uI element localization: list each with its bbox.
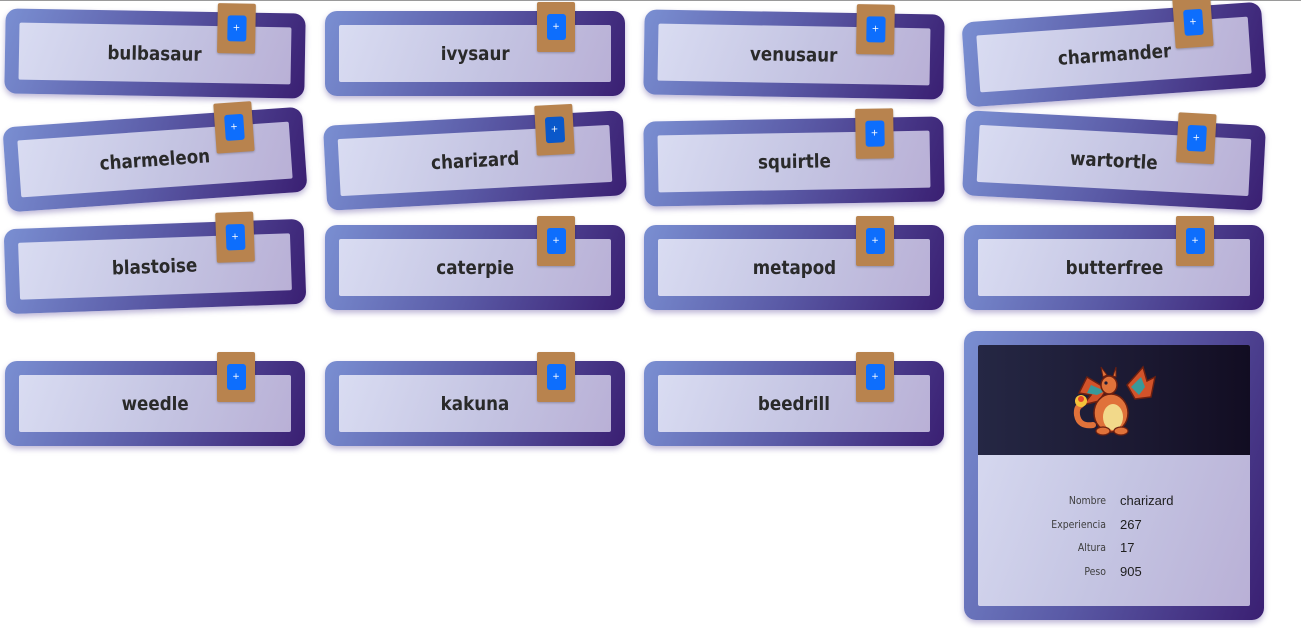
card-sleeve: + (217, 352, 255, 402)
pokemon-card-beedrill[interactable]: beedrill + (644, 352, 944, 446)
card-sleeve: + (856, 4, 895, 55)
pokemon-card-blastoise[interactable]: blastoise + (3, 211, 307, 315)
add-button[interactable]: + (225, 223, 245, 251)
card-sleeve: + (215, 211, 255, 263)
card-sleeve: + (217, 3, 256, 54)
add-button[interactable]: + (1182, 8, 1204, 37)
detail-row-peso: Peso 905 (978, 560, 1250, 584)
top-divider (0, 0, 1301, 1)
card-sleeve: + (856, 352, 894, 402)
pokemon-card-weedle[interactable]: weedle + (5, 352, 305, 446)
pokemon-card-charmeleon[interactable]: charmeleon + (2, 101, 308, 213)
card-sleeve: + (856, 216, 894, 266)
pokemon-name: ivysaur (440, 42, 510, 65)
add-button[interactable]: + (865, 228, 885, 254)
card-sleeve: + (213, 101, 255, 154)
detail-row-altura: Altura 17 (978, 536, 1250, 560)
add-button[interactable]: + (864, 120, 885, 147)
pokemon-name: caterpie (436, 256, 514, 279)
pokemon-name: butterfree (1065, 256, 1163, 279)
add-button[interactable]: + (544, 116, 565, 144)
detail-row-experiencia: Experiencia 267 (978, 513, 1250, 537)
card-label-area: weedle (19, 375, 291, 432)
pokemon-name: charmeleon (99, 144, 211, 175)
card-sleeve: + (537, 2, 575, 52)
detail-value: 17 (1120, 540, 1135, 556)
charizard-sprite-icon (1073, 365, 1157, 436)
detail-value: charizard (1120, 493, 1174, 509)
pokemon-card-wartortle[interactable]: wartortle + (961, 110, 1267, 211)
pokemon-card-squirtle[interactable]: squirtle + (643, 108, 945, 207)
card-sleeve: + (1176, 216, 1214, 266)
pokemon-name: venusaur (750, 42, 838, 67)
card-sleeve: + (1172, 0, 1214, 49)
detail-row-nombre: Nombre charizard (978, 489, 1250, 513)
add-button[interactable]: + (546, 14, 566, 40)
card-sleeve: + (537, 352, 575, 402)
card-sleeve: + (855, 108, 894, 159)
detail-stats: Nombre charizard Experiencia 267 Altura … (978, 455, 1250, 583)
pokemon-card-charizard[interactable]: charizard + (322, 103, 628, 211)
add-button[interactable]: + (546, 364, 566, 390)
pokemon-name: squirtle (757, 149, 831, 174)
pokemon-name: bulbasaur (107, 41, 203, 66)
add-button[interactable]: + (546, 228, 566, 254)
pokemon-name: charizard (430, 147, 520, 174)
pokemon-card-venusaur[interactable]: venusaur + (643, 4, 945, 100)
pokemon-name: charmander (1056, 39, 1172, 70)
card-sleeve: + (534, 103, 575, 156)
add-button[interactable]: + (865, 364, 885, 390)
pokemon-name: blastoise (111, 254, 199, 279)
add-button[interactable]: + (226, 364, 246, 390)
detail-label: Nombre (1068, 494, 1106, 508)
add-button[interactable]: + (226, 15, 247, 42)
detail-panel: Nombre charizard Experiencia 267 Altura … (978, 345, 1250, 606)
pokemon-card-butterfree[interactable]: butterfree + (964, 216, 1264, 310)
pokemon-name: wartortle (1069, 147, 1159, 174)
pokemon-card-caterpie[interactable]: caterpie + (325, 216, 625, 310)
card-sleeve: + (1175, 112, 1217, 165)
pokemon-card-ivysaur[interactable]: ivysaur + (325, 2, 625, 96)
pokemon-detail-card: Nombre charizard Experiencia 267 Altura … (964, 331, 1264, 620)
card-label-area: metapod (658, 239, 930, 296)
pokemon-name: metapod (752, 256, 836, 279)
detail-label: Experiencia (1051, 517, 1106, 531)
pokemon-card-bulbasaur[interactable]: bulbasaur + (4, 3, 306, 99)
pokemon-card-metapod[interactable]: metapod + (644, 216, 944, 310)
add-button[interactable]: + (223, 113, 245, 142)
add-button[interactable]: + (865, 16, 886, 43)
detail-value: 905 (1120, 563, 1142, 579)
detail-label: Altura (1077, 541, 1106, 555)
pokemon-card-charmander[interactable]: charmander + (961, 0, 1267, 108)
add-button[interactable]: + (1185, 228, 1205, 254)
pokemon-name: kakuna (440, 392, 510, 415)
card-sleeve: + (537, 216, 575, 266)
pokemon-name: beedrill (757, 392, 831, 415)
add-button[interactable]: + (1186, 124, 1207, 152)
detail-label: Peso (1084, 564, 1106, 578)
pokemon-name: weedle (121, 392, 189, 415)
pokemon-card-kakuna[interactable]: kakuna + (325, 352, 625, 446)
pokemon-image-area (978, 345, 1250, 455)
detail-value: 267 (1120, 516, 1142, 532)
